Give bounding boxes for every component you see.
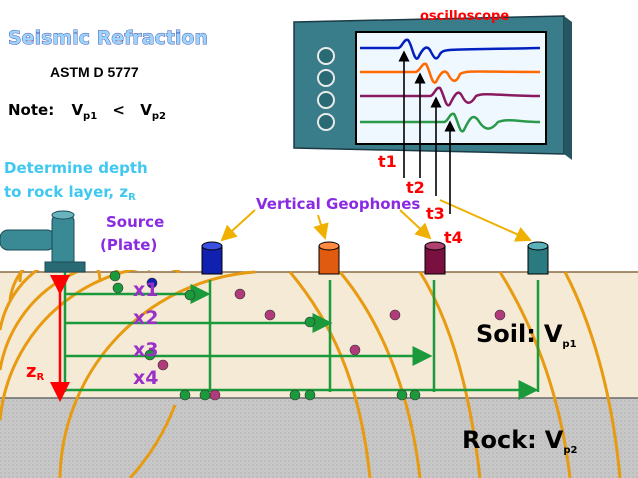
distance-x3: x3 (133, 339, 158, 361)
time-t2: t2 (406, 178, 425, 197)
geophone-3 (424, 241, 446, 275)
oscilloscope-label: oscilloscope (420, 9, 509, 24)
geophone-4 (527, 241, 549, 275)
time-t1: t1 (378, 152, 397, 171)
depth-label: zR (26, 361, 44, 383)
oscilloscope-knobs (317, 47, 335, 131)
source-plate (0, 210, 86, 273)
distance-x2: x2 (133, 307, 158, 329)
distance-x1: x1 (133, 279, 158, 301)
trace-1 (360, 38, 541, 60)
source-label-2: (Plate) (100, 236, 157, 254)
trace-3 (360, 86, 541, 107)
geophones-label: Vertical Geophones (256, 195, 420, 213)
rock-layer (0, 398, 638, 478)
arrival-arrows (398, 50, 456, 214)
oscilloscope (293, 15, 572, 214)
geophone-1 (201, 241, 223, 275)
geophone-pointers (220, 199, 532, 242)
determine-line-1: Determine depth (4, 159, 148, 177)
time-t4: t4 (444, 228, 463, 247)
geophone-2 (318, 241, 340, 275)
soil-layer (0, 272, 638, 398)
page-title: Seismic Refraction (8, 27, 208, 49)
trace-2 (360, 62, 541, 84)
soil-velocity-label: Soil:Vp1 (476, 320, 577, 350)
velocity-note: Note: Vp1 < Vp2 (8, 101, 166, 123)
distance-x4: x4 (133, 367, 158, 389)
trace-4 (360, 112, 541, 133)
source-label-1: Source (106, 213, 164, 231)
standard-label: ASTM D 5777 (50, 64, 139, 80)
determine-line-2: to rock layer, zR (4, 183, 136, 203)
wave-markers (109, 270, 506, 401)
rock-velocity-label: Rock:Vp2 (462, 426, 578, 456)
time-t3: t3 (426, 204, 445, 223)
